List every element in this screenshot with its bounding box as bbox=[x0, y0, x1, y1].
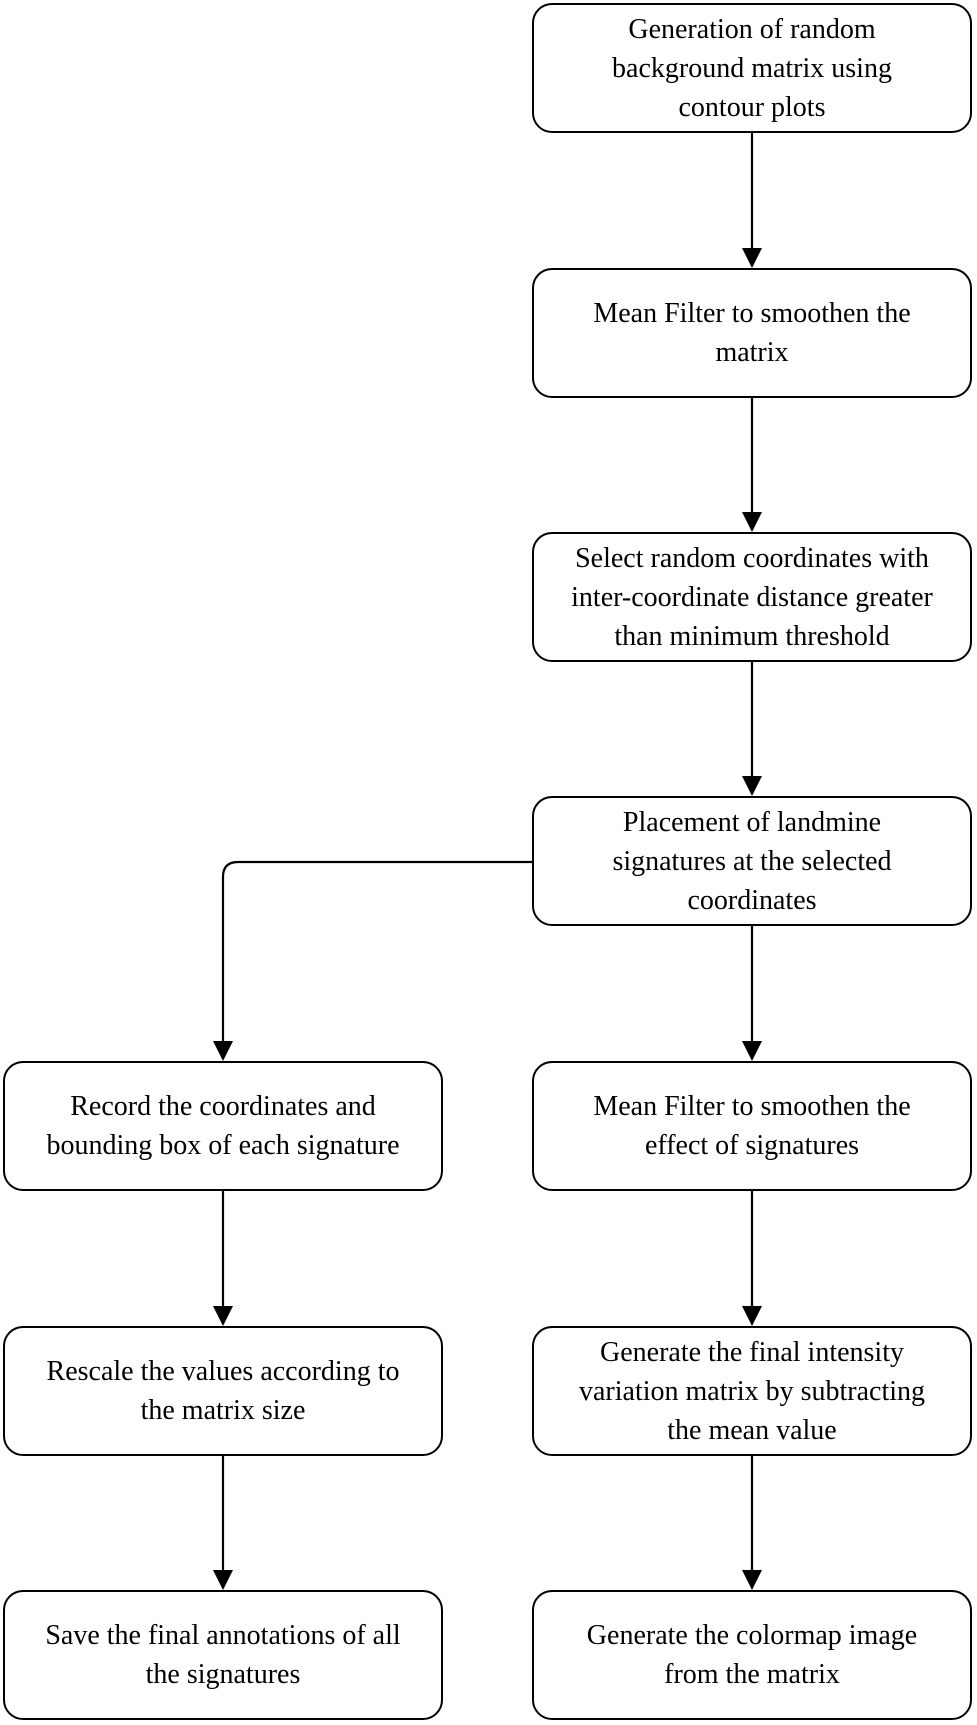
arrowhead-generation-to-mean-filter bbox=[742, 248, 762, 268]
arrowhead-record-to-rescale bbox=[213, 1306, 233, 1326]
node-label: Save the final annotations of all the si… bbox=[45, 1620, 401, 1690]
node-placement-signatures: Placement of landmine signatures at the … bbox=[532, 796, 972, 926]
arrow-placement-to-record bbox=[221, 860, 532, 1059]
arrowhead-placement-to-record bbox=[213, 1041, 233, 1061]
node-label: Generate the final intensity variation m… bbox=[578, 1336, 926, 1446]
arrowhead-select-to-placement bbox=[742, 776, 762, 796]
arrowhead-placement-to-mean-filter-signatures bbox=[742, 1041, 762, 1061]
arrowhead-intensity-to-colormap bbox=[742, 1570, 762, 1590]
node-rescale-values: Rescale the values according to the matr… bbox=[3, 1326, 443, 1456]
node-record-coordinates: Record the coordinates and bounding box … bbox=[3, 1061, 443, 1191]
node-generate-colormap: Generate the colormap image from the mat… bbox=[532, 1590, 972, 1720]
arrowhead-mean-filter-to-select bbox=[742, 512, 762, 532]
arrowhead-rescale-to-save bbox=[213, 1570, 233, 1590]
node-label: Mean Filter to smoothen the matrix bbox=[593, 298, 911, 368]
node-select-coordinates: Select random coordinates with inter-coo… bbox=[532, 532, 972, 662]
node-label: Record the coordinates and bounding box … bbox=[46, 1091, 400, 1161]
node-label: Mean Filter to smoothen the effect of si… bbox=[593, 1091, 911, 1161]
node-mean-filter-signatures: Mean Filter to smoothen the effect of si… bbox=[532, 1061, 972, 1191]
node-generate-intensity: Generate the final intensity variation m… bbox=[532, 1326, 972, 1456]
node-mean-filter-matrix: Mean Filter to smoothen the matrix bbox=[532, 268, 972, 398]
node-label: Placement of landmine signatures at the … bbox=[612, 806, 892, 916]
node-background-generation: Generation of random background matrix u… bbox=[532, 3, 972, 133]
node-label: Generate the colormap image from the mat… bbox=[586, 1620, 918, 1690]
node-save-annotations: Save the final annotations of all the si… bbox=[3, 1590, 443, 1720]
node-label: Generation of random background matrix u… bbox=[612, 13, 892, 123]
arrowhead-mean-filter-signatures-to-intensity bbox=[742, 1306, 762, 1326]
node-label: Select random coordinates with inter-coo… bbox=[571, 542, 933, 652]
node-label: Rescale the values according to the matr… bbox=[46, 1356, 400, 1426]
